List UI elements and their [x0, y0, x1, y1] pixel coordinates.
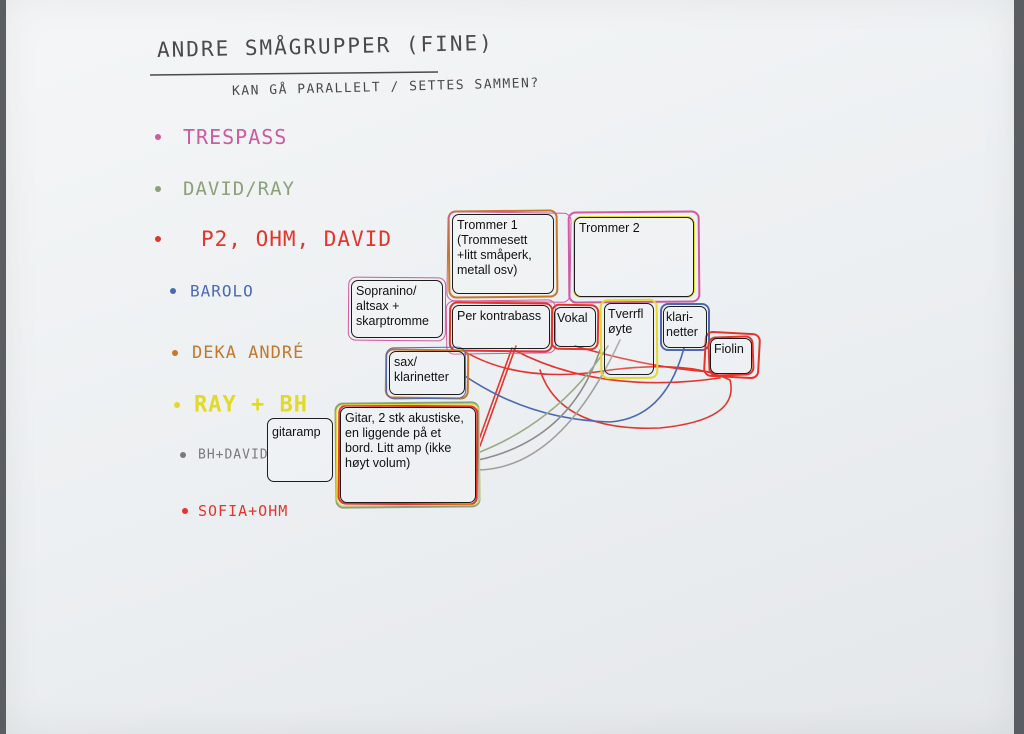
legend-dot	[155, 236, 161, 242]
legend-label: DEKA ANDRÉ	[192, 343, 305, 363]
legend-dot	[174, 402, 180, 408]
box-fiolin: Fiolin	[710, 338, 752, 374]
legend-dot	[155, 134, 161, 140]
legend-label: TRESPASS	[183, 125, 288, 149]
box-vokal: Vokal	[554, 307, 596, 347]
box-per-kontrabass: Per kontrabass	[452, 305, 550, 349]
legend-label: P2, OHM, DAVID	[201, 227, 393, 251]
box-gitaramp: gitaramp	[267, 418, 333, 482]
box-trommer2: Trommer 2	[574, 217, 694, 297]
legend-label: RAY + BH	[194, 392, 308, 418]
paper-sheet	[6, 0, 1014, 734]
legend-dot	[155, 186, 161, 192]
legend-dot	[180, 452, 186, 458]
legend-dot	[182, 508, 188, 514]
legend-dot	[170, 288, 176, 294]
legend-label: BAROLO	[190, 281, 254, 301]
box-klarinetter: klari- netter	[663, 306, 707, 348]
box-gitar: Gitar, 2 stk akustiske, en liggende på e…	[340, 407, 476, 503]
box-sopranino: Sopranino/ altsax + skarptromme	[351, 280, 443, 338]
legend-dot	[172, 350, 178, 356]
legend-label: SOFIA+OHM	[198, 502, 289, 520]
legend-label: DAVID/RAY	[183, 178, 295, 200]
box-tverrfloyte: Tverrfl øyte	[604, 303, 654, 375]
legend-label: BH+DAVID	[198, 447, 269, 463]
box-trommer1: Trommer 1 (Trommesett +litt småperk, met…	[452, 214, 554, 294]
box-sax-klarinetter: sax/ klarinetter	[389, 351, 465, 395]
